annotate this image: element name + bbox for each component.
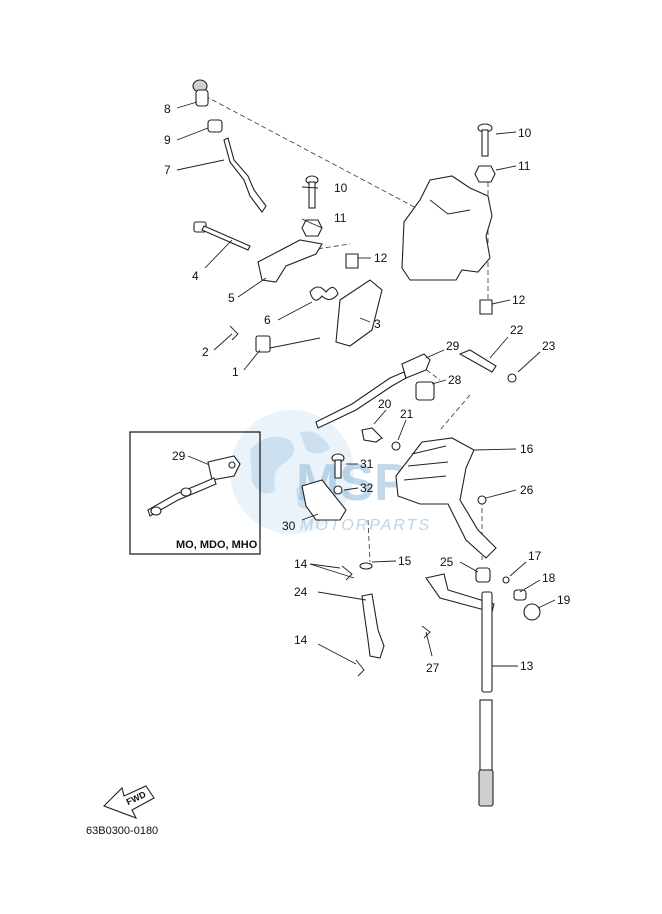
inset-frame bbox=[129, 431, 261, 555]
shift-cable bbox=[315, 371, 407, 429]
upper-parts bbox=[192, 79, 496, 353]
callout-19: 19 bbox=[557, 593, 571, 607]
inset: 29 MO, MDO, MHO bbox=[129, 431, 261, 555]
callout-23: 23 bbox=[542, 339, 556, 353]
part-10-bolt-center bbox=[305, 175, 319, 209]
part-25-bush bbox=[475, 567, 491, 583]
callout-21: 21 bbox=[400, 407, 414, 421]
part-13-rod bbox=[478, 591, 494, 807]
drawing-code: 63B0300-0180 bbox=[86, 825, 158, 837]
part-11-nut-right bbox=[474, 165, 496, 183]
callout-16: 16 bbox=[520, 442, 534, 456]
callout-11-center: 11 bbox=[334, 211, 347, 225]
callout-29: 29 bbox=[446, 339, 460, 353]
part-1-clip bbox=[255, 335, 271, 353]
housing-body bbox=[401, 175, 493, 281]
part-8-cap bbox=[192, 79, 209, 107]
callout-1: 1 bbox=[232, 365, 239, 379]
part-24-lever bbox=[361, 593, 385, 659]
callout-27: 27 bbox=[426, 661, 440, 675]
callout-3: 3 bbox=[374, 317, 381, 331]
part-32-washer bbox=[333, 485, 343, 495]
callout-10-right: 10 bbox=[518, 126, 532, 140]
inset-title: MO, MDO, MHO bbox=[176, 539, 258, 551]
callout-20: 20 bbox=[378, 397, 392, 411]
part-18-plug bbox=[513, 589, 527, 601]
part-15-washer bbox=[359, 562, 373, 570]
part-12-collar-left bbox=[345, 253, 359, 269]
part-29-joint bbox=[401, 353, 431, 379]
part-11-nut-center bbox=[301, 219, 323, 237]
part-14-pin-lower bbox=[355, 659, 365, 677]
callout-6: 6 bbox=[264, 313, 271, 327]
fwd-arrow: FWD bbox=[103, 785, 155, 820]
part-14-pin-upper bbox=[341, 565, 353, 581]
callouts: 8 9 7 10 11 4 5 12 6 3 2 1 10 11 12 22 2… bbox=[164, 102, 571, 675]
callout-13: 13 bbox=[520, 659, 534, 673]
part-12-collar-right bbox=[479, 299, 493, 315]
callout-28: 28 bbox=[448, 373, 462, 387]
callout-26: 26 bbox=[520, 483, 534, 497]
callout-8: 8 bbox=[164, 102, 171, 116]
callout-2: 2 bbox=[202, 345, 209, 359]
callout-5: 5 bbox=[228, 291, 235, 305]
callout-11-right: 11 bbox=[518, 159, 531, 173]
part-23-washer bbox=[507, 373, 517, 383]
callout-24: 24 bbox=[294, 585, 308, 599]
part-6-spring bbox=[309, 286, 339, 301]
part-7-rod bbox=[223, 137, 267, 213]
part-21-washer bbox=[391, 441, 401, 451]
callout-14-lower: 14 bbox=[294, 633, 308, 647]
part-26-washer bbox=[477, 495, 487, 505]
callout-10-center: 10 bbox=[334, 181, 348, 195]
part-28-collar bbox=[415, 381, 435, 401]
middle-parts bbox=[301, 349, 541, 621]
callout-31: 31 bbox=[360, 457, 374, 471]
callout-7: 7 bbox=[164, 163, 171, 177]
inset-callout-29: 29 bbox=[172, 449, 186, 463]
callout-32: 32 bbox=[360, 481, 374, 495]
callout-12-right: 12 bbox=[512, 293, 526, 307]
part-30-plate bbox=[301, 479, 347, 521]
callout-18: 18 bbox=[542, 571, 556, 585]
part-10-bolt-right bbox=[477, 123, 493, 157]
callout-14-upper: 14 bbox=[294, 557, 308, 571]
part-22-bolt bbox=[458, 349, 497, 373]
part-27-link bbox=[425, 573, 495, 613]
part-3-lever bbox=[335, 279, 383, 347]
part-16-bracket bbox=[395, 437, 497, 559]
callout-17: 17 bbox=[528, 549, 542, 563]
callout-9: 9 bbox=[164, 133, 171, 147]
watermark-text: MOTORPARTS bbox=[300, 517, 431, 534]
callout-30: 30 bbox=[282, 519, 296, 533]
leader-lines bbox=[176, 101, 556, 667]
part-4-bolt bbox=[193, 221, 251, 251]
part-2-pin bbox=[229, 325, 239, 341]
part-19-cap bbox=[523, 603, 541, 621]
part-17-washer bbox=[502, 576, 510, 584]
callout-4: 4 bbox=[192, 269, 199, 283]
part-9-nut bbox=[207, 119, 223, 133]
lower-parts bbox=[341, 562, 495, 807]
part-20-bolt bbox=[361, 427, 383, 443]
callout-15: 15 bbox=[398, 554, 412, 568]
part-31-bolt bbox=[331, 453, 345, 479]
fwd-arrow-icon bbox=[103, 785, 155, 820]
callout-12-left: 12 bbox=[374, 251, 388, 265]
watermark: MSP MOTORPARTS bbox=[230, 410, 431, 534]
part-5-bracket bbox=[257, 239, 323, 283]
callout-25: 25 bbox=[440, 555, 454, 569]
callout-22: 22 bbox=[510, 323, 524, 337]
part-27-pin bbox=[421, 625, 431, 639]
